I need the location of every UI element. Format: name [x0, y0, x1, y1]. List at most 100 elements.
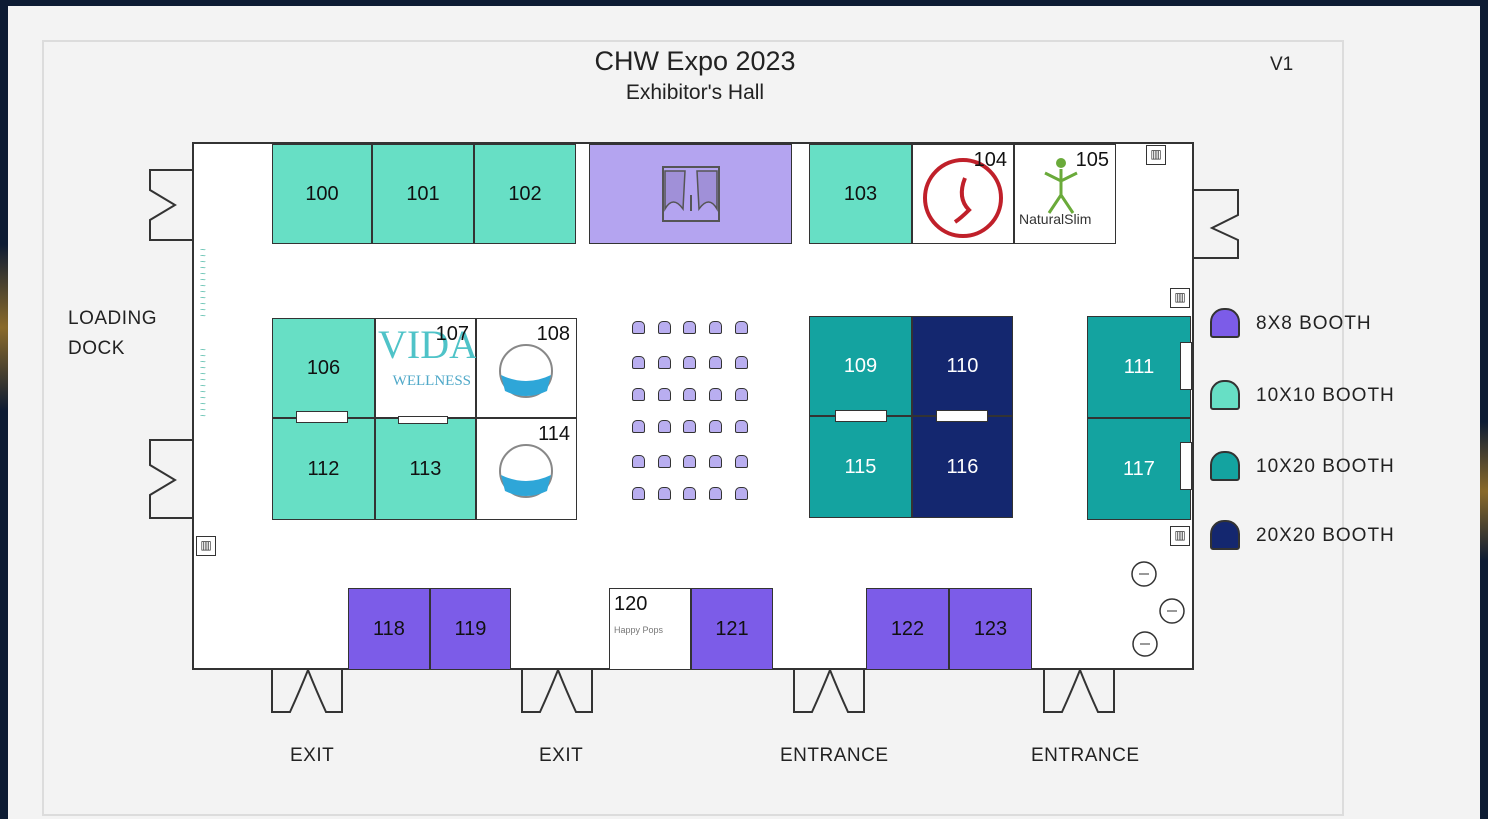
booth-table — [1180, 342, 1192, 390]
booth-119[interactable]: 119 — [430, 588, 511, 670]
booth-number: 112 — [307, 457, 340, 480]
booth-number: 122 — [890, 617, 925, 640]
booth-114[interactable]: 114 — [476, 418, 577, 520]
trash-bin-icon: ▥ — [1170, 288, 1190, 308]
chair-icon — [735, 388, 748, 401]
booth-116[interactable]: 116 — [912, 416, 1013, 518]
legend-label: 20X20 BOOTH — [1256, 525, 1395, 546]
trash-bin-icon: ▥ — [196, 536, 216, 556]
legend-label: 10X10 BOOTH — [1256, 385, 1395, 406]
legend-swatch-8x8 — [1210, 308, 1240, 338]
chair-icon — [658, 388, 671, 401]
chair-icon — [632, 420, 645, 433]
chair-icon — [735, 455, 748, 468]
booth-number: 108 — [536, 323, 570, 345]
booth-number: 100 — [305, 182, 339, 205]
booth-118[interactable]: 118 — [348, 588, 430, 670]
vida-logo-text: VIDA — [378, 322, 478, 367]
booth-104[interactable]: 104 — [912, 144, 1014, 244]
round-tables — [1131, 561, 1185, 657]
chair-icon — [658, 420, 671, 433]
chair-icon — [683, 321, 696, 334]
booth-number: 123 — [973, 617, 1008, 640]
version-label: V1 — [1270, 54, 1294, 75]
booth-112[interactable]: 112 — [272, 418, 375, 520]
left-door-bottom — [149, 439, 192, 519]
chair-icon — [632, 321, 645, 334]
booth-107[interactable]: VIDA WELLNESS 107 — [375, 318, 478, 418]
booth-number: 101 — [406, 182, 440, 205]
basket-logo-icon — [499, 344, 553, 398]
booth-109[interactable]: 109 — [809, 316, 912, 416]
booth-122[interactable]: 122 — [866, 588, 949, 670]
booth-number: 109 — [843, 354, 878, 377]
wellness-logo-text: WELLNESS — [392, 373, 471, 389]
booth-120[interactable]: 120 Happy Pops — [609, 588, 691, 670]
booth-105[interactable]: 105 NaturalSlim — [1014, 144, 1116, 244]
exit-door-1 — [271, 669, 343, 713]
booth-number: 119 — [454, 617, 487, 640]
chair-icon — [632, 487, 645, 500]
chair-icon — [683, 455, 696, 468]
entrance-door-2 — [1043, 669, 1115, 713]
booth-110[interactable]: 110 — [912, 316, 1013, 416]
right-door — [1194, 189, 1239, 259]
chair-icon — [735, 356, 748, 369]
chair-icon — [709, 487, 722, 500]
booth-number: 115 — [844, 455, 877, 478]
entrance-label: ENTRANCE — [1031, 745, 1140, 766]
booth-number: 118 — [373, 617, 405, 640]
trash-bin-icon: ▥ — [1170, 526, 1190, 546]
legend-label: 8X8 BOOTH — [1256, 313, 1372, 334]
booth-102[interactable]: 102 — [474, 144, 576, 244]
left-door-top — [149, 169, 192, 241]
booth-number: 111 — [1123, 355, 1155, 378]
legend-label: 10X20 BOOTH — [1256, 456, 1395, 477]
chair-icon — [632, 356, 645, 369]
natural-slim-text: NaturalSlim — [1019, 211, 1092, 227]
entrance-label: ENTRANCE — [780, 745, 889, 766]
chair-icon — [658, 455, 671, 468]
booth-115[interactable]: 115 — [809, 416, 912, 518]
booth-table — [1180, 442, 1192, 490]
trash-bin-icon: ▥ — [1146, 145, 1166, 165]
natural-slim-logo-icon — [1044, 158, 1078, 214]
booth-table — [398, 416, 448, 424]
booth-121[interactable]: 121 — [691, 588, 773, 670]
booth-number: 102 — [508, 182, 542, 205]
entrance-door-1 — [793, 669, 865, 713]
booth-number: 113 — [409, 457, 442, 480]
booth-113[interactable]: 113 — [375, 418, 476, 520]
chair-icon — [632, 388, 645, 401]
booth-111[interactable]: 111 — [1087, 316, 1191, 418]
booth-106[interactable]: 106 — [272, 318, 375, 418]
chair-icon — [658, 356, 671, 369]
stage-curtain-icon — [661, 166, 720, 222]
basket-logo-icon — [499, 444, 553, 498]
booth-table — [835, 410, 887, 422]
booth-number: 107 — [435, 323, 469, 345]
booth-103[interactable]: 103 — [809, 144, 912, 244]
booth-100[interactable]: 100 — [272, 144, 372, 244]
chair-icon — [735, 487, 748, 500]
booth-101[interactable]: 101 — [372, 144, 474, 244]
chair-icon — [735, 321, 748, 334]
booth-table — [936, 410, 988, 422]
chair-icon — [709, 455, 722, 468]
chair-icon — [709, 356, 722, 369]
exit-label: EXIT — [539, 745, 584, 766]
legend-swatch-10x20 — [1210, 451, 1240, 481]
legend-swatch-10x10 — [1210, 380, 1240, 410]
booth-number: 103 — [843, 182, 878, 205]
booth-123[interactable]: 123 — [949, 588, 1032, 670]
booth-number: 121 — [715, 617, 749, 640]
booth-117[interactable]: 117 — [1087, 418, 1191, 520]
chair-icon — [709, 321, 722, 334]
stage[interactable] — [589, 144, 792, 244]
chair-icon — [709, 388, 722, 401]
page-title: CHW Expo 2023 — [594, 46, 796, 76]
booth-108[interactable]: 108 — [476, 318, 577, 418]
booth-number: 110 — [946, 354, 979, 377]
san-juan-logo-icon — [923, 158, 1003, 238]
